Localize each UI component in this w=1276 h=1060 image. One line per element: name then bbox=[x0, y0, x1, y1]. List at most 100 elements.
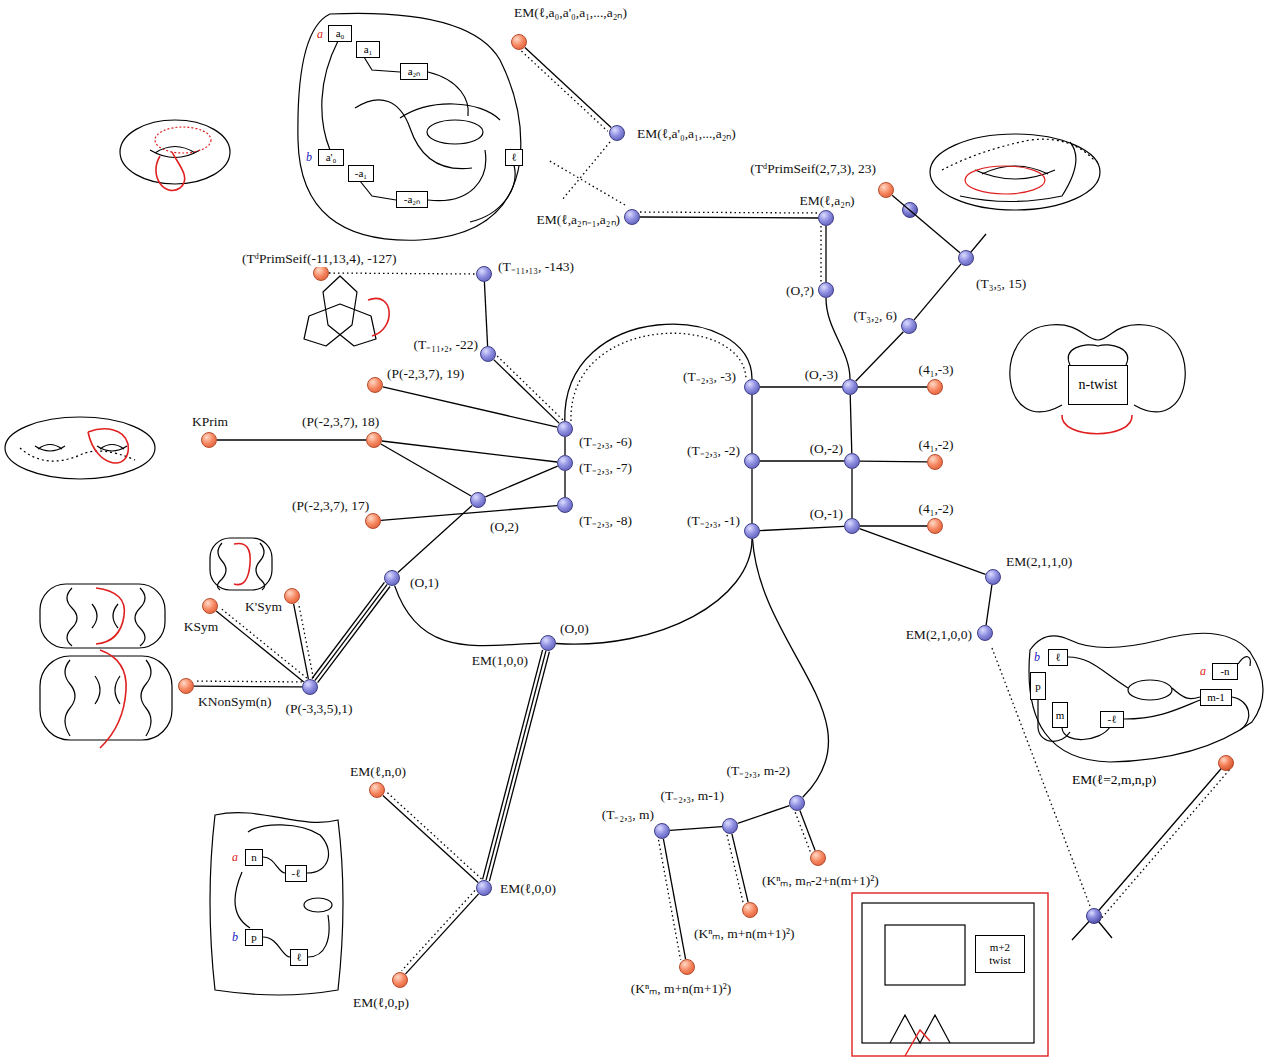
manifold-vertex: (O,-3) bbox=[842, 379, 858, 395]
vertex-label: (T₋₂,₃, m-1) bbox=[659, 788, 725, 804]
component-letter: a bbox=[232, 850, 238, 864]
vertex-label: (T₋₂,₃, -6) bbox=[578, 434, 633, 450]
knot-strand bbox=[862, 903, 1034, 1043]
knot-strand bbox=[548, 142, 1231, 921]
knot-vertex: (P(-2,3,7), 19) bbox=[367, 377, 383, 393]
box-label: -ℓ bbox=[292, 867, 301, 880]
dotted-connector bbox=[194, 680, 302, 682]
knot-vertex: EM(ℓ,a₀,a'₀,a₁,...,a₂ₙ) bbox=[511, 34, 527, 50]
connector bbox=[383, 792, 482, 883]
knot-strand bbox=[852, 893, 1048, 1056]
knot-strand bbox=[67, 588, 145, 646]
manifold-vertex: (T₋₂,₃, -6) bbox=[557, 421, 573, 437]
twist-box: -ℓ bbox=[285, 865, 307, 882]
knot-strand bbox=[235, 872, 329, 957]
solid-connector bbox=[860, 460, 927, 462]
box-label: a₂ₙ bbox=[408, 65, 421, 78]
vertex-label: (T₋₂,₃, -2) bbox=[686, 443, 741, 459]
knot-strand bbox=[368, 298, 389, 336]
connector bbox=[382, 441, 557, 462]
box-label: p bbox=[1035, 680, 1041, 693]
knot-strand bbox=[304, 898, 332, 912]
knot-strand bbox=[1068, 345, 1127, 365]
solid-connector bbox=[564, 471, 565, 497]
connector bbox=[522, 47, 612, 131]
vertex-label: (T₃,₅, 15) bbox=[975, 276, 1027, 292]
box-label: n bbox=[251, 851, 257, 864]
twist-box: m+2 twist bbox=[975, 935, 1025, 973]
dotted-connector bbox=[329, 273, 476, 274]
vertex-label: K'Sym bbox=[244, 599, 283, 615]
dotted-connector bbox=[402, 891, 475, 971]
vertex-label: KSym bbox=[183, 619, 220, 635]
twist-box: -a₂ₙ bbox=[396, 191, 428, 208]
knot-strand bbox=[322, 41, 515, 222]
manifold-vertex: (O,-2) bbox=[844, 453, 860, 469]
dotted-connector bbox=[571, 333, 746, 421]
knot-strand bbox=[210, 538, 272, 590]
vertex-label: (O,-3) bbox=[804, 367, 839, 383]
component-letter: b bbox=[306, 150, 312, 164]
connector bbox=[381, 444, 471, 496]
vertex-label: (T₋₂,₃, m) bbox=[601, 807, 655, 823]
vertex-label: (Kⁿₘ, m+n(m+1)²) bbox=[693, 926, 796, 942]
solid-connector bbox=[382, 441, 557, 462]
solid-connector bbox=[760, 386, 842, 387]
vertex-label: EM(ℓ,a'₀,a₁,...,a₂ₙ) bbox=[636, 126, 737, 142]
solid-connector bbox=[751, 395, 752, 453]
knot-strand bbox=[65, 660, 151, 736]
solid-connector bbox=[398, 505, 472, 572]
vertex-label: EM(ℓ,a₀,a'₀,a₁,...,a₂ₙ) bbox=[513, 5, 628, 21]
knot-strand bbox=[1029, 633, 1263, 762]
connector bbox=[216, 607, 307, 682]
manifold-vertex: EM(ℓ,a₂ₙ₋₁,a₂ₙ) bbox=[624, 209, 640, 225]
knot-strand bbox=[1219, 756, 1234, 771]
connector bbox=[565, 437, 566, 455]
knot-strand bbox=[548, 142, 1231, 921]
connector bbox=[565, 471, 566, 497]
solid-connector bbox=[753, 539, 829, 797]
vertex-label: (O,-2) bbox=[809, 441, 844, 457]
knot-vertex: (4₁,-2) bbox=[927, 518, 943, 534]
manifold-vertex: (O,?) bbox=[818, 282, 834, 298]
vertex-label: (O,-1) bbox=[809, 506, 844, 522]
knot-strand bbox=[966, 234, 1226, 940]
box-label: p bbox=[251, 931, 257, 944]
solid-connector bbox=[485, 466, 557, 497]
manifold-vertex: (T₋₂,₃, m) bbox=[654, 823, 670, 839]
knot-vertex: (TᵈPrimSeif(2,7,3), 23) bbox=[878, 182, 894, 198]
dotted-connector bbox=[659, 840, 681, 960]
solid-connector bbox=[483, 650, 543, 880]
vertex-label: (TᵈPrimSeif(2,7,3), 23) bbox=[749, 161, 877, 177]
box-label: -a₁ bbox=[355, 167, 367, 180]
figure-caption: EM(ℓ=2,m,n,p) bbox=[1072, 772, 1156, 788]
solid-connector bbox=[858, 386, 927, 387]
twist-box: a'₀ bbox=[318, 149, 344, 166]
twist-box: -a₁ bbox=[348, 165, 374, 182]
solid-connector bbox=[383, 387, 557, 427]
dotted-connector bbox=[299, 603, 314, 678]
solid-connector bbox=[383, 795, 478, 882]
vertex-label: (T₋₁₁,₂, -22) bbox=[413, 337, 479, 353]
knot-strand bbox=[5, 417, 155, 479]
connector bbox=[892, 195, 960, 253]
manifold-vertex: EM(2,1,1,0) bbox=[985, 569, 1001, 585]
knot-strand bbox=[155, 127, 211, 153]
vertex-label: KNonSym(n) bbox=[197, 694, 273, 710]
knot-strand bbox=[210, 813, 343, 995]
connector bbox=[852, 469, 853, 518]
manifold-vertex: (O,0)EM(1,0,0) bbox=[540, 635, 556, 651]
connector bbox=[860, 526, 927, 527]
knot-strand bbox=[427, 120, 483, 144]
connector bbox=[850, 395, 852, 453]
knot-strand bbox=[905, 1030, 930, 1056]
connector bbox=[565, 324, 752, 421]
manifold-vertex: (T₋₂,₃, -7) bbox=[557, 455, 573, 471]
solid-connector bbox=[825, 226, 826, 282]
knot-strand bbox=[234, 543, 250, 584]
manifold-vertex: (T₋₂,₃, m-2) bbox=[789, 795, 805, 811]
connector bbox=[860, 461, 927, 463]
manifold-vertex: (T₋₂,₃, -2) bbox=[744, 453, 760, 469]
